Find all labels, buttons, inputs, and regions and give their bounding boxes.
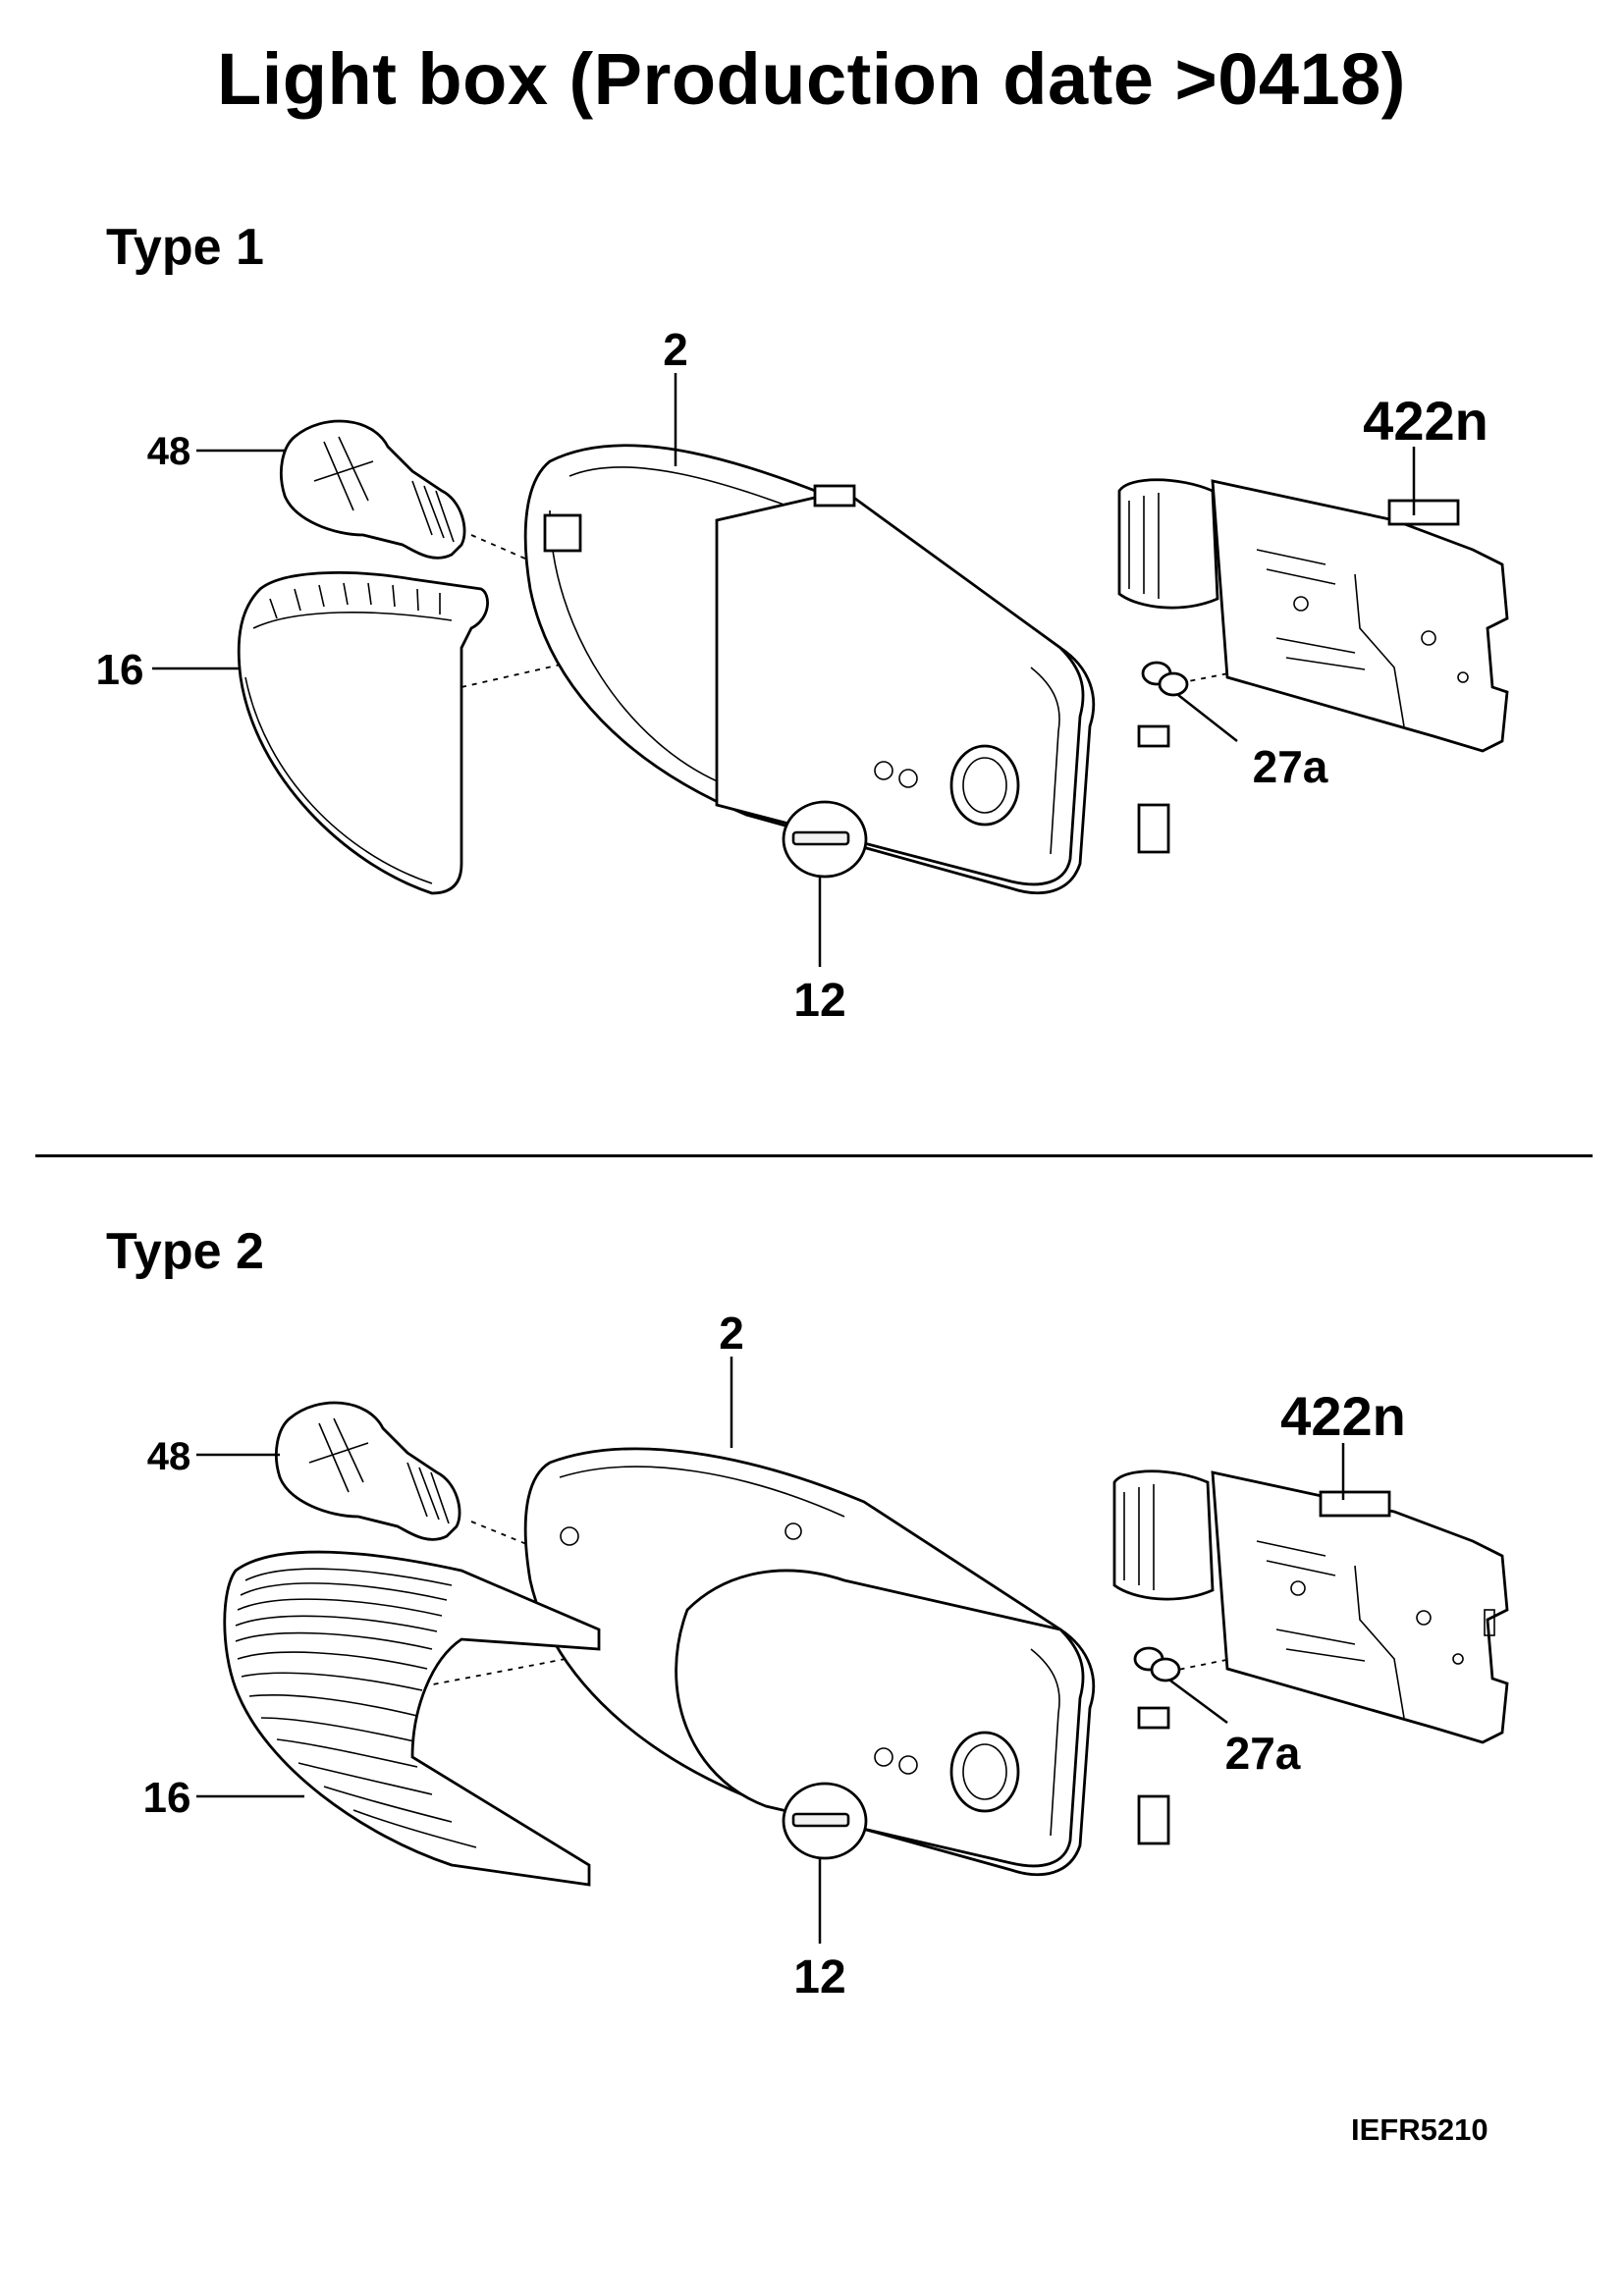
type2-axis-board: [1158, 1619, 1425, 1675]
type1-lamp-hole: [949, 744, 1020, 827]
type1-callout-housing: 2: [663, 324, 688, 375]
type2-callout-bulb: 48: [147, 1435, 191, 1478]
type1-clip: [1141, 661, 1189, 697]
type1-callout-bulb: 48: [147, 430, 191, 473]
type2-callout-housing: 2: [719, 1308, 744, 1359]
type2-exploded-diagram: 2 48 422n 16 27a 12: [143, 1308, 1509, 2003]
type2-label: Type 2: [106, 1223, 264, 1280]
document-code: IEFR5210: [1351, 2112, 1488, 2147]
type1-callout-clip: 27a: [1253, 741, 1328, 792]
type1-cover: [237, 571, 489, 895]
type1-callout-cover: 16: [96, 646, 144, 694]
type1-leader-27a: [1177, 694, 1238, 742]
type2-callout-clip: 27a: [1225, 1728, 1301, 1779]
type2-clip: [1133, 1646, 1181, 1682]
type1-connector-board: [1117, 478, 1509, 753]
page-title: Light box (Production date >0418): [217, 38, 1406, 120]
type2-cover: [223, 1550, 601, 1887]
type1-cap: [782, 800, 868, 879]
type1-label: Type 1: [106, 219, 264, 276]
type1-axis-board: [1158, 632, 1434, 688]
type1-callout-cap: 12: [793, 975, 845, 1027]
type2-callout-connector-board: 422n: [1280, 1385, 1406, 1447]
type2-bulb: [274, 1401, 461, 1541]
type2-callout-cap: 12: [793, 1951, 845, 2003]
type1-housing: [523, 444, 1170, 895]
type2-connector-board: [1112, 1469, 1509, 1744]
type2-leader-27a: [1169, 1679, 1228, 1725]
type2-cap: [782, 1782, 868, 1860]
type1-exploded-diagram: 2 48 422n 16 27a 12: [96, 324, 1509, 1027]
type2-housing: [523, 1447, 1170, 1877]
type1-bulb: [279, 419, 466, 560]
type1-callout-connector-board: 422n: [1363, 390, 1488, 452]
type2-callout-cover: 16: [143, 1774, 191, 1822]
type2-lamp-hole: [949, 1731, 1020, 1813]
section-divider: [35, 1154, 1593, 1157]
